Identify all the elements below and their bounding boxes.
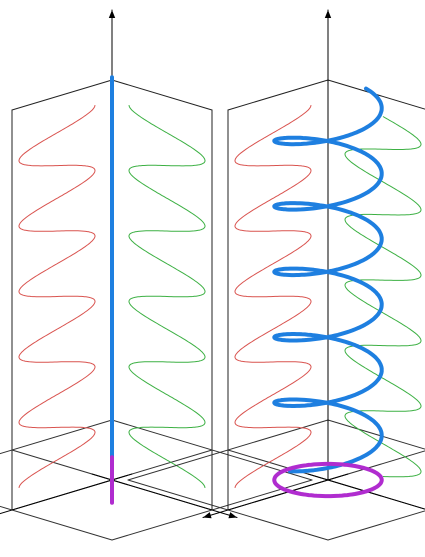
y-axis-arrow (228, 512, 237, 519)
y-axis (307, 473, 425, 510)
grid-line (327, 510, 425, 541)
x-component-wave (18, 105, 96, 488)
grid-line (0, 419, 113, 455)
z-axis-arrow (108, 10, 116, 18)
polarization-trace (272, 461, 384, 499)
grid-line (0, 505, 113, 541)
panel-circular-polarization (127, 9, 425, 541)
z-axis-arrow (324, 10, 332, 18)
x-component-wave (234, 105, 312, 488)
y-axis (91, 473, 238, 518)
panel-linear-polarization (0, 9, 313, 541)
x-axis-arrow (203, 512, 212, 519)
box-top-edge-x (11, 79, 113, 111)
box-top-edge-y (111, 79, 213, 111)
x-axis (202, 473, 349, 518)
x-axis (0, 473, 133, 515)
box-top-edge-y (327, 79, 425, 110)
resultant-wave (272, 86, 384, 474)
box-top-edge-x (227, 79, 329, 111)
y-component-wave (128, 105, 206, 488)
y-component-wave (344, 116, 422, 478)
grid-line (327, 419, 425, 450)
